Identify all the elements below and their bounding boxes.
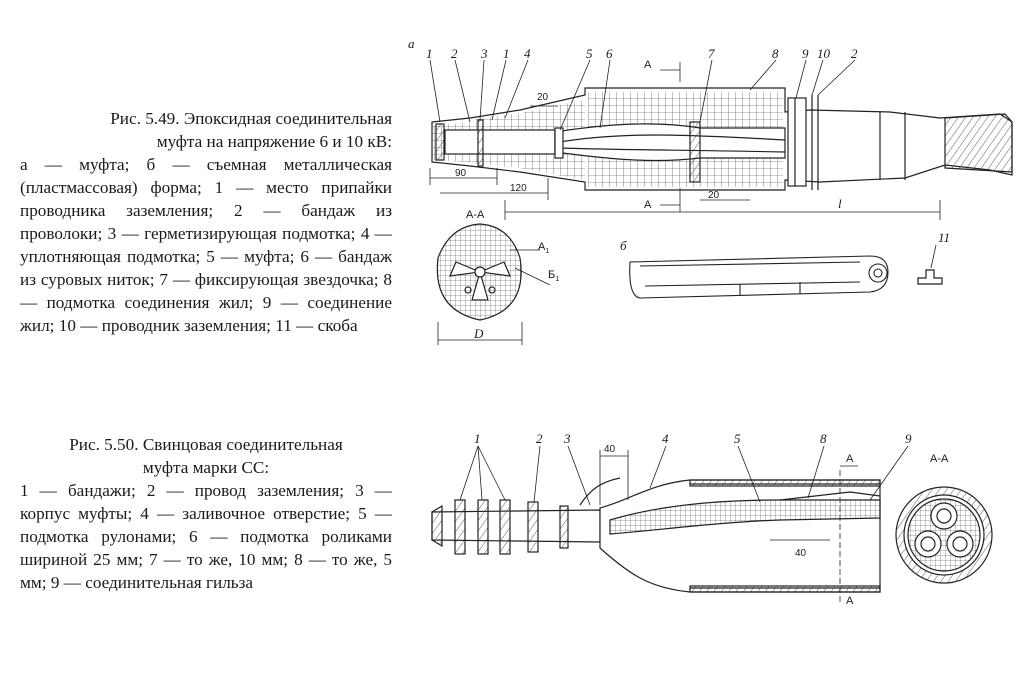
lead-sleeve-drawing	[431, 450, 881, 605]
callout-2: 2	[536, 431, 543, 446]
callout-1: 1	[474, 431, 481, 446]
sleeve-body-outline	[431, 87, 1013, 191]
section-title: А-А	[466, 209, 485, 221]
removable-form-drawing	[629, 255, 889, 299]
callout-9: 9	[905, 431, 912, 446]
callout-8: 8	[772, 46, 779, 61]
callout-11: 11	[938, 230, 950, 245]
caption-title-line: муфта на напряжение 6 и 10 кВ:	[156, 132, 392, 151]
dimension-a1: А1	[538, 241, 549, 255]
callout-1b: 1	[503, 46, 510, 61]
callout-3: 3	[480, 46, 488, 61]
dimension-120: 120	[510, 183, 527, 194]
callout-4: 4	[662, 431, 669, 446]
callout-7: 7	[708, 46, 715, 61]
callout-1: 1	[426, 46, 433, 61]
caption-body: 1 — бандажи; 2 — провод заземления; 3 — …	[20, 481, 392, 592]
figure-5-50-caption: Рис. 5.50. Свинцовая соединительная муфт…	[20, 433, 392, 594]
clamp-icon	[917, 244, 943, 285]
dimension-90: 90	[455, 168, 467, 179]
conductor-joint	[787, 97, 807, 187]
callout-6: 6	[606, 46, 613, 61]
dimension-20-top: 20	[537, 92, 549, 103]
section-mark-bottom: А	[846, 595, 854, 607]
section-mark-top: А	[644, 59, 652, 71]
caption-body: а — муфта; б — съемная металлическая (пл…	[20, 155, 392, 335]
dimension-l: l	[838, 196, 842, 211]
dimension-40-top: 40	[604, 444, 616, 455]
cross-section-a-a	[436, 223, 551, 345]
callout-2b: 2	[851, 46, 858, 61]
section-mark-top: А	[846, 453, 854, 465]
dimension-b1: Б1	[548, 269, 559, 283]
caption-title-line: Рис. 5.49. Эпоксидная соединительная	[110, 109, 392, 128]
view-label-a: а	[408, 36, 415, 51]
callout-9: 9	[802, 46, 809, 61]
callout-3: 3	[563, 431, 571, 446]
section-mark-bottom: А	[644, 199, 652, 211]
callout-4: 4	[524, 46, 531, 61]
callout-10: 10	[817, 46, 831, 61]
figure-5-49-caption: Рис. 5.49. Эпоксидная соединительная муф…	[20, 107, 392, 337]
dimension-20-bottom: 20	[708, 190, 720, 201]
callout-8: 8	[820, 431, 827, 446]
dimension-40-bottom: 40	[795, 548, 807, 559]
callout-2: 2	[451, 46, 458, 61]
callout-5: 5	[586, 46, 593, 61]
callout-5: 5	[734, 431, 741, 446]
epoxy-sleeve-drawing	[431, 87, 1013, 191]
caption-title-line: Рис. 5.50. Свинцовая соединительная	[69, 435, 343, 454]
cross-section-a-a	[895, 486, 993, 584]
cable-core	[444, 129, 556, 155]
view-label-b: б	[620, 238, 627, 253]
dimension-d: D	[473, 326, 484, 341]
caption-title-line: муфта марки СС:	[142, 458, 270, 477]
section-title: А-А	[930, 453, 949, 465]
